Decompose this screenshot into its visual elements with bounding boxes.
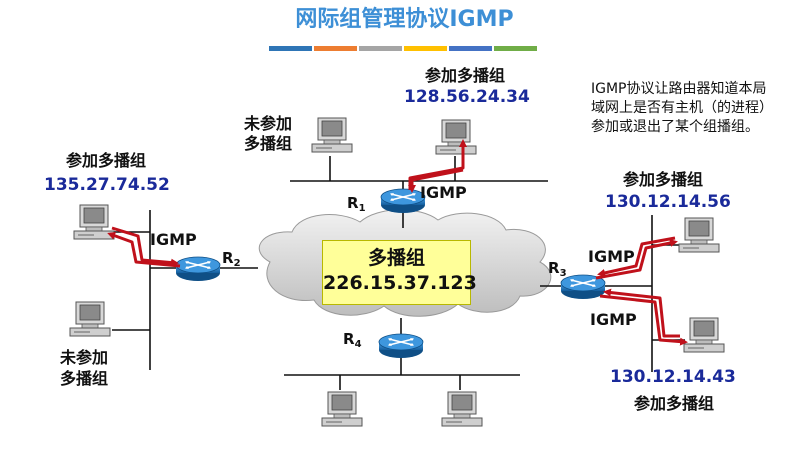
right-member-1-label: 参加多播组 [623,170,704,189]
top-member-address: 128.56.24.34 [404,87,530,107]
igmp-description-line-1: IGMP协议让路由器知道本局 [591,81,767,97]
page-title: 网际组管理协议IGMP [295,7,514,32]
router-r4 [378,333,424,359]
router-r4-label: R4 [343,330,362,350]
left-nonmember-line-1: 未参加 [60,348,109,367]
pc-bottom-2 [441,391,483,427]
pc-bottom-1 [321,391,363,427]
lan-segments [112,156,685,390]
top-nonmember-line-1: 未参加 [244,114,293,133]
top-member-label: 参加多播组 [425,66,506,85]
igmp-label-r2: IGMP [150,230,197,249]
multicast-group-address: 226.15.37.123 [323,272,477,294]
igmp-label-r3-bottom: IGMP [590,310,637,329]
igmp-description: IGMP协议让路由器知道本局 域网上是否有主机（的进程） 参加或退出了某个组播组… [591,80,801,137]
left-nonmember-line-2: 多播组 [60,369,109,388]
left-member-label: 参加多播组 [66,151,147,170]
pc-top-nonmember [311,117,353,153]
igmp-description-line-2: 域网上是否有主机（的进程） [591,100,773,116]
right-member-2-label: 参加多播组 [634,394,715,413]
router-r1-label: R1 [347,194,366,214]
right-member-2-address: 130.12.14.43 [610,367,736,387]
pc-left-nonmember [69,301,111,337]
router-r2 [175,256,221,282]
title-color-bar [269,46,537,51]
igmp-arrows [107,139,688,346]
pc-top-member [435,119,477,155]
igmp-description-line-3: 参加或退出了某个组播组。 [591,119,759,135]
pc-right-member-2 [683,317,725,353]
multicast-group-box: 多播组 226.15.37.123 [322,240,477,305]
right-member-1-address: 130.12.14.56 [605,192,731,212]
router-r2-label: R2 [222,249,241,269]
top-nonmember-line-2: 多播组 [244,134,293,153]
router-r3-label: R3 [548,259,567,279]
multicast-group-label: 多播组 [367,247,425,269]
left-member-address: 135.27.74.52 [44,175,170,195]
igmp-label-r3-top: IGMP [588,247,635,266]
igmp-label-r1: IGMP [420,183,467,202]
pc-right-member-1 [678,217,720,253]
pc-left-member [73,204,115,240]
router-r1 [380,188,426,214]
